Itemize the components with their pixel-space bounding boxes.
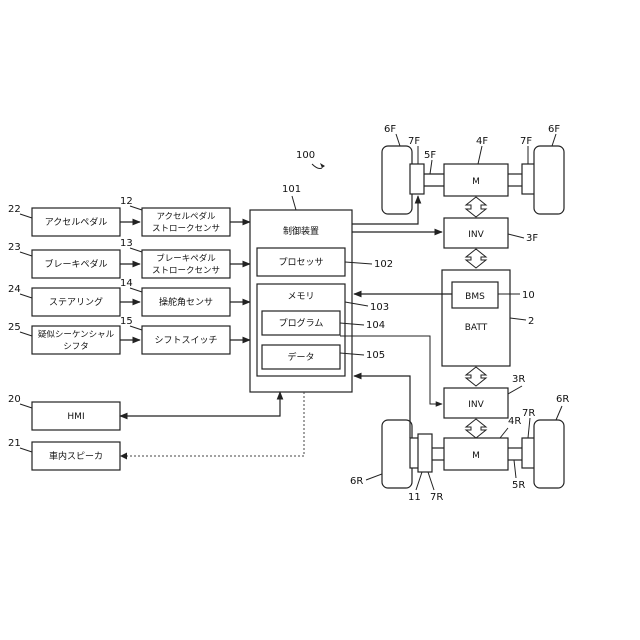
front-left-hub-ref: 7F bbox=[408, 136, 420, 147]
rear-sensor-ref-leader bbox=[416, 472, 422, 490]
output-ref-hmi: 20 bbox=[8, 394, 21, 405]
system-ref: 100 bbox=[296, 150, 315, 161]
rear-motor-ref-leader bbox=[500, 428, 508, 438]
front-inverter-battery-power-arrow bbox=[466, 249, 486, 268]
memory-label: メモリ bbox=[287, 292, 314, 302]
rear-left-hub-ref: 7R bbox=[430, 492, 443, 503]
shifter-label-line1: 疑似シーケンシャル bbox=[38, 329, 115, 340]
steering-sensor-label: 操舵角センサ bbox=[159, 296, 213, 308]
front-left-wheel-ref: 6F bbox=[384, 124, 396, 135]
front-shaft-ref-leader bbox=[430, 160, 432, 174]
program-label: プログラム bbox=[279, 317, 324, 329]
accelerator-sensor-line2: ストロークセンサ bbox=[152, 224, 220, 234]
accelerator-sensor-line1: アクセルペダル bbox=[156, 211, 216, 222]
program-ref: 104 bbox=[366, 320, 385, 331]
front-motor-ref: 4F bbox=[476, 136, 488, 147]
rear-right-wheel-ref: 6R bbox=[556, 394, 569, 405]
controller-ref: 101 bbox=[282, 184, 301, 195]
front-shaft-ref: 5F bbox=[424, 150, 436, 161]
brake-sensor-line1: ブレーキペダル bbox=[156, 253, 216, 264]
processor-ref: 102 bbox=[374, 259, 393, 270]
controller-speaker-arrowhead bbox=[120, 453, 127, 460]
input-ref-shifter: 25 bbox=[8, 322, 21, 333]
input-ref-accelerator: 22 bbox=[8, 204, 21, 215]
front-right-wheel-ref: 6F bbox=[548, 124, 560, 135]
rear-shaft-ref: 5R bbox=[512, 480, 525, 491]
battery-label: BATT bbox=[465, 323, 488, 333]
rear-left-wheel-ref: 6R bbox=[350, 476, 363, 487]
sensor-ref-shift-leader bbox=[130, 326, 142, 330]
front-motor-inverter-power-arrow bbox=[466, 197, 486, 217]
sensor-ref-steering-leader bbox=[130, 288, 142, 292]
rear-right-wheel bbox=[534, 420, 564, 488]
front-right-wheel bbox=[534, 146, 564, 214]
steering-label: ステアリング bbox=[49, 296, 103, 308]
controller-ref-leader bbox=[292, 196, 296, 210]
output-ref-hmi-leader bbox=[20, 404, 32, 408]
brake-pedal-label: ブレーキペダル bbox=[44, 258, 107, 270]
input-ref-accelerator-leader bbox=[20, 214, 32, 218]
output-ref-speaker: 21 bbox=[8, 438, 21, 449]
processor-label: プロセッサ bbox=[278, 257, 323, 268]
controller-title: 制御装置 bbox=[283, 225, 319, 237]
output-ref-speaker-leader bbox=[20, 448, 32, 452]
sensor-ref-accelerator: 12 bbox=[120, 196, 133, 207]
rear-inverter-ref-leader bbox=[508, 386, 522, 394]
front-motor-label: M bbox=[472, 177, 480, 187]
front-inverter-ref: 3F bbox=[526, 233, 538, 244]
input-ref-steering: 24 bbox=[8, 284, 21, 295]
rear-left-hub-ref-leader bbox=[428, 472, 434, 490]
data-label: データ bbox=[287, 351, 314, 363]
rear-right-hub-ref-leader bbox=[528, 418, 530, 438]
data-ref: 105 bbox=[366, 350, 385, 361]
rear-left-wheel-ref-leader bbox=[366, 474, 382, 480]
bms-ref: 10 bbox=[522, 290, 535, 301]
system-ref-arrowhead bbox=[320, 163, 325, 168]
rear-inverter-label: INV bbox=[468, 400, 484, 410]
sensor-ref-accelerator-leader bbox=[130, 206, 142, 210]
front-inverter-ref-leader bbox=[508, 234, 524, 238]
rear-sensor-ref: 11 bbox=[408, 492, 421, 503]
rear-inverter-ref: 3R bbox=[512, 374, 525, 385]
front-left-hub bbox=[410, 164, 424, 194]
front-right-wheel-ref-leader bbox=[552, 134, 556, 146]
front-motor-ref-leader bbox=[478, 146, 482, 164]
sensor-ref-shift: 15 bbox=[120, 316, 133, 327]
controller-to-rear-inverter-arrow bbox=[340, 336, 442, 404]
shifter-label-line2: シフタ bbox=[63, 342, 89, 352]
rear-right-hub-ref: 7R bbox=[522, 408, 535, 419]
brake-sensor-line2: ストロークセンサ bbox=[152, 266, 220, 276]
bms-label: BMS bbox=[465, 292, 485, 302]
rear-motor-label: M bbox=[472, 451, 480, 461]
sensor-ref-brake: 13 bbox=[120, 238, 133, 249]
controller-hmi-link bbox=[120, 392, 280, 416]
input-ref-steering-leader bbox=[20, 294, 32, 298]
sensor-ref-brake-leader bbox=[130, 248, 142, 252]
front-left-wheel-ref-leader bbox=[396, 134, 400, 146]
speaker-label: 車内スピーカ bbox=[49, 450, 103, 462]
sensor-ref-steering: 14 bbox=[120, 278, 133, 289]
input-ref-brake: 23 bbox=[8, 242, 21, 253]
rear-shaft-ref-leader bbox=[514, 460, 516, 478]
input-ref-shifter-leader bbox=[20, 332, 32, 336]
rear-left-wheel bbox=[382, 420, 412, 488]
controller-speaker-link bbox=[124, 392, 304, 456]
battery-ref: 2 bbox=[528, 316, 534, 327]
rear-right-wheel-ref-leader bbox=[556, 406, 562, 420]
rear-inverter-motor-power-arrow bbox=[466, 419, 486, 438]
shift-switch-label: シフトスイッチ bbox=[154, 335, 217, 346]
accelerator-pedal-label: アクセルペダル bbox=[45, 216, 108, 228]
battery-ref-leader bbox=[510, 318, 526, 320]
memory-ref: 103 bbox=[370, 302, 389, 313]
rear-motor-ref: 4R bbox=[508, 416, 521, 427]
front-right-hub-ref: 7F bbox=[520, 136, 532, 147]
rear-sensor-box bbox=[418, 434, 432, 472]
hmi-label: HMI bbox=[67, 412, 84, 422]
front-left-wheel bbox=[382, 146, 412, 214]
input-ref-brake-leader bbox=[20, 252, 32, 256]
battery-rear-inverter-power-arrow bbox=[466, 367, 486, 386]
system-ref-leader bbox=[312, 164, 322, 169]
front-inverter-label: INV bbox=[468, 230, 484, 240]
